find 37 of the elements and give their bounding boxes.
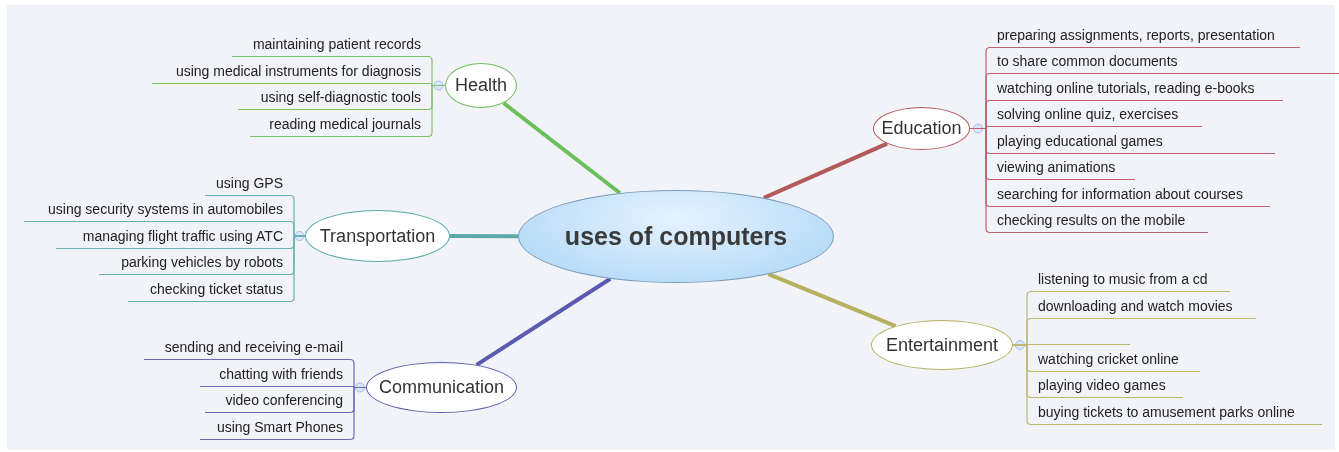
topic-text: downloading and watch movies: [1038, 298, 1233, 314]
topic-text: uses of computers: [564, 222, 788, 251]
topic-text: to share common documents: [997, 53, 1178, 69]
main-connector: [450, 234, 518, 239]
topic-text: using self-diagnostic tools: [260, 89, 421, 105]
topic-text: checking ticket status: [149, 281, 283, 297]
topic-text: buying tickets to amusement parks online: [1038, 404, 1295, 420]
topic-text: watching cricket online: [1038, 351, 1179, 367]
topic-text: chatting with friends: [219, 366, 343, 382]
topic-text: managing flight traffic using ATC: [82, 228, 283, 244]
main-connector: [763, 141, 888, 200]
topic-text: Entertainment: [885, 334, 999, 356]
topic-text: Communication: [378, 377, 505, 398]
main-connector: [502, 101, 622, 195]
topic-text: solving online quiz, exercises: [997, 106, 1179, 122]
main-connector: [475, 277, 612, 367]
topic-text: video conferencing: [225, 392, 343, 408]
topic-text: using medical instruments for diagnosis: [175, 63, 421, 79]
topic-text: Education: [881, 118, 962, 139]
topic-text: using security systems in automobiles: [48, 201, 283, 217]
topic-text: Transportation: [319, 225, 436, 247]
topic-text: viewing animations: [997, 159, 1116, 175]
topic-text: watching online tutorials, reading e-books: [997, 80, 1255, 96]
topic-text: using Smart Phones: [216, 419, 343, 435]
topic-text: using GPS: [216, 175, 283, 191]
topic-text: reading medical journals: [269, 116, 421, 132]
topic-text: listening to music from a cd: [1038, 271, 1208, 287]
topic-text: playing video games: [1038, 377, 1166, 393]
topic-text: checking results on the mobile: [997, 212, 1186, 228]
topic-text: preparing assignments, reports, presentation: [997, 27, 1275, 43]
topic-text: maintaining patient records: [252, 36, 421, 52]
main-connector: [767, 272, 897, 328]
topic-text: playing educational games: [997, 133, 1163, 149]
topic-text: parking vehicles by robots: [121, 254, 283, 270]
topic-text: Health: [455, 75, 507, 96]
topic-text: sending and receiving e-mail: [164, 339, 343, 355]
topic-text: searching for information about courses: [997, 186, 1243, 202]
